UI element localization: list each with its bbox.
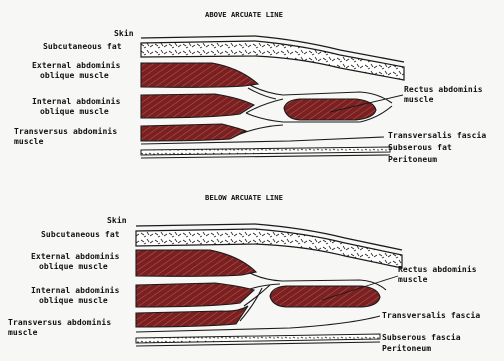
bottom-label-transversalis: Transversalis fascia xyxy=(382,310,480,320)
bottom-label-external-1: External abdominis xyxy=(31,251,120,261)
top-title: ABOVE ARCUATE LINE xyxy=(205,10,283,19)
top-label-peritoneum: Peritoneum xyxy=(388,154,437,164)
top-label-rectus-1: Rectus abdominis xyxy=(404,84,483,94)
bottom-label-subserous: Subserous fascia xyxy=(382,332,461,342)
bottom-external-oblique-muscle xyxy=(136,250,256,276)
top-label-subcutaneous-fat: Subcutaneous fat xyxy=(43,42,122,51)
bottom-label-skin: Skin xyxy=(107,215,127,225)
top-external-oblique-muscle xyxy=(141,63,258,87)
top-internal-oblique-muscle xyxy=(141,94,254,118)
bottom-label-transversus-2: muscle xyxy=(8,328,38,337)
top-label-transversalis: Transversalis fascia xyxy=(388,130,486,140)
bottom-internal-oblique-muscle xyxy=(136,283,254,307)
top-peritoneum-line xyxy=(141,155,390,158)
bottom-label-rectus-1: Rectus abdominis xyxy=(398,264,477,274)
top-label-external-2: oblique muscle xyxy=(40,70,109,80)
bottom-label-peritoneum: Peritoneum xyxy=(382,343,431,353)
top-label-skin: Skin xyxy=(114,28,134,38)
top-label-internal-2: oblique muscle xyxy=(40,106,109,116)
top-label-transversus-1: Transversus abdominis xyxy=(14,126,117,136)
bottom-panel: BELOW ARCUATE LINE Skin Subcutaneous fat… xyxy=(8,193,480,353)
bottom-label-rectus-2: muscle xyxy=(398,275,428,284)
bottom-label-external-2: oblique muscle xyxy=(39,261,108,271)
top-label-rectus-2: muscle xyxy=(404,95,434,104)
bottom-label-internal-1: Internal abdominis xyxy=(31,285,120,295)
top-transversus-muscle xyxy=(141,124,246,141)
bottom-subserous-fascia-band xyxy=(136,334,380,343)
top-label-subserous: Subserous fat xyxy=(388,143,452,152)
top-label-transversus-2: muscle xyxy=(14,137,44,146)
top-panel: ABOVE ARCUATE LINE Skin Subcutaneous fat xyxy=(14,10,486,164)
bottom-rectus-abdominis xyxy=(270,286,380,307)
bottom-label-internal-2: oblique muscle xyxy=(39,295,108,305)
bottom-label-transversus-1: Transversus abdominis xyxy=(8,317,111,327)
bottom-title: BELOW ARCUATE LINE xyxy=(205,193,283,202)
bottom-label-subcutaneous-fat: Subcutaneous fat xyxy=(41,230,120,239)
bottom-transversus-muscle xyxy=(136,306,248,327)
top-label-internal-1: Internal abdominis xyxy=(32,96,121,106)
top-label-external-1: External abdominis xyxy=(32,60,121,70)
top-rectus-abdominis xyxy=(284,99,376,120)
top-subserous-fat-band xyxy=(141,147,390,155)
